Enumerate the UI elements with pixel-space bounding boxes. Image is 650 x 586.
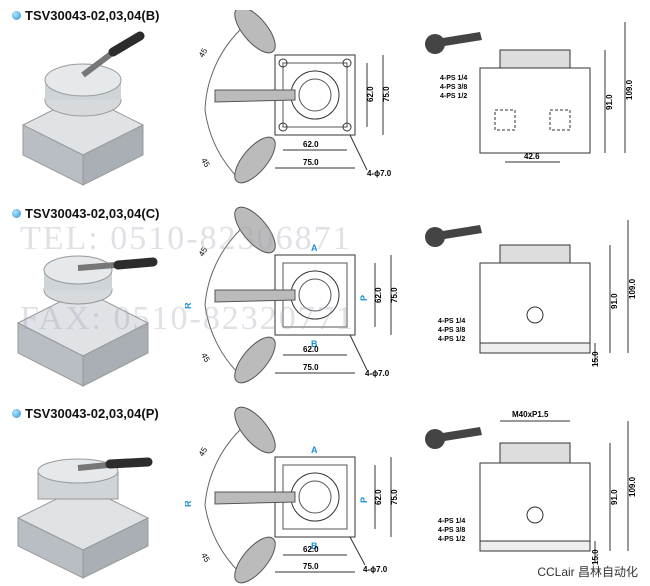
dim-109: 109.0 — [625, 79, 634, 100]
svg-text:75.0: 75.0 — [390, 287, 399, 303]
row-title: TSV30043-02,03,04(P) — [12, 406, 159, 421]
dim-62-vertical: 62.0 — [366, 86, 375, 102]
top-view-drawing: 45 45 R A B P 62.0 75.0 62.0 75.0 4-ϕ7.0 — [185, 206, 399, 384]
port-label-p: P — [359, 497, 369, 503]
angle-label: 45 — [199, 157, 212, 170]
svg-text:45: 45 — [199, 552, 212, 565]
svg-text:4-PS 1/4: 4-PS 1/4 — [438, 518, 465, 525]
port-label-p: P — [359, 295, 369, 301]
svg-text:4-PS 1/2: 4-PS 1/2 — [438, 536, 465, 543]
dim-75-vertical: 75.0 — [382, 86, 391, 102]
svg-text:45: 45 — [199, 352, 212, 365]
row-title: TSV30043-02,03,04(C) — [12, 206, 159, 221]
hole-spec: 4-ϕ7.0 — [367, 169, 392, 178]
port-label-r: R — [185, 500, 193, 507]
row-title: TSV30043-02,03,04(B) — [12, 8, 159, 23]
svg-text:62.0: 62.0 — [374, 287, 383, 303]
svg-text:75.0: 75.0 — [303, 363, 319, 372]
svg-text:4-PS 1/2: 4-PS 1/2 — [440, 93, 467, 100]
dim-75: 75.0 — [303, 158, 319, 167]
port-label-a: A — [311, 243, 318, 253]
dim-15: 15.0 — [591, 351, 600, 367]
svg-text:4-PS 1/4: 4-PS 1/4 — [440, 75, 467, 82]
svg-text:4-PS 1/2: 4-PS 1/2 — [438, 336, 465, 343]
side-view-drawing: M40xP1.5 4-PS 1/4 4-PS 3/8 4-PS 1/2 15.0… — [425, 410, 637, 565]
svg-text:45: 45 — [197, 445, 210, 458]
port-label-b: B — [311, 541, 318, 551]
thread-spec: M40xP1.5 — [512, 410, 549, 419]
side-view-drawing: 4-PS 1/4 4-PS 3/8 4-PS 1/2 15.0 91.0 109… — [425, 220, 637, 367]
svg-text:62.0: 62.0 — [374, 489, 383, 505]
row-b: TSV30043-02,03,04(B) 45 45 62.0 75.0 62.… — [0, 0, 650, 195]
dim-91: 91.0 — [605, 94, 614, 110]
svg-text:4-PS 3/8: 4-PS 3/8 — [438, 527, 465, 534]
svg-text:4-PS 3/8: 4-PS 3/8 — [440, 84, 467, 91]
svg-text:4-PS 1/4: 4-PS 1/4 — [438, 318, 465, 325]
bullet-icon — [12, 409, 21, 418]
dim-62: 62.0 — [303, 140, 319, 149]
row-p: TSV30043-02,03,04(P) 45 45 R A B P 62.0 … — [0, 400, 650, 586]
svg-text:4-ϕ7.0: 4-ϕ7.0 — [365, 369, 390, 378]
svg-text:15.0: 15.0 — [591, 549, 600, 565]
dim-42: 42.6 — [524, 152, 540, 161]
angle-label: 45 — [197, 46, 210, 59]
side-view-drawing: 4-PS 1/4 4-PS 3/8 4-PS 1/2 42.6 91.0 109… — [425, 22, 634, 163]
svg-text:4-PS 3/8: 4-PS 3/8 — [438, 327, 465, 334]
bullet-icon — [12, 209, 21, 218]
port-label-a: A — [311, 445, 318, 455]
top-view-drawing: 45 45 62.0 75.0 62.0 75.0 4-ϕ7.0 — [197, 10, 392, 184]
top-view-drawing: 45 45 R A B P 62.0 75.0 62.0 75.0 4-ϕ7.0 — [185, 406, 399, 584]
valve-photo — [16, 457, 153, 579]
svg-text:75.0: 75.0 — [390, 489, 399, 505]
svg-text:109.0: 109.0 — [628, 476, 637, 497]
svg-text:109.0: 109.0 — [628, 278, 637, 299]
svg-text:45: 45 — [197, 245, 210, 258]
svg-text:75.0: 75.0 — [303, 562, 319, 571]
valve-photo — [16, 255, 158, 387]
brand-logo-text: CCLair 昌林自动化 — [537, 565, 638, 579]
bullet-icon — [12, 11, 21, 20]
port-label-b: B — [311, 339, 318, 349]
svg-text:62.0: 62.0 — [303, 545, 319, 554]
row-c: TSV30043-02,03,04(C) 45 45 R A B P 62.0 … — [0, 200, 650, 395]
valve-photo — [21, 31, 145, 186]
svg-text:91.0: 91.0 — [610, 489, 619, 505]
svg-text:91.0: 91.0 — [610, 293, 619, 309]
port-label-r: R — [185, 302, 193, 309]
svg-text:62.0: 62.0 — [303, 345, 319, 354]
svg-text:4-ϕ7.0: 4-ϕ7.0 — [363, 565, 388, 574]
